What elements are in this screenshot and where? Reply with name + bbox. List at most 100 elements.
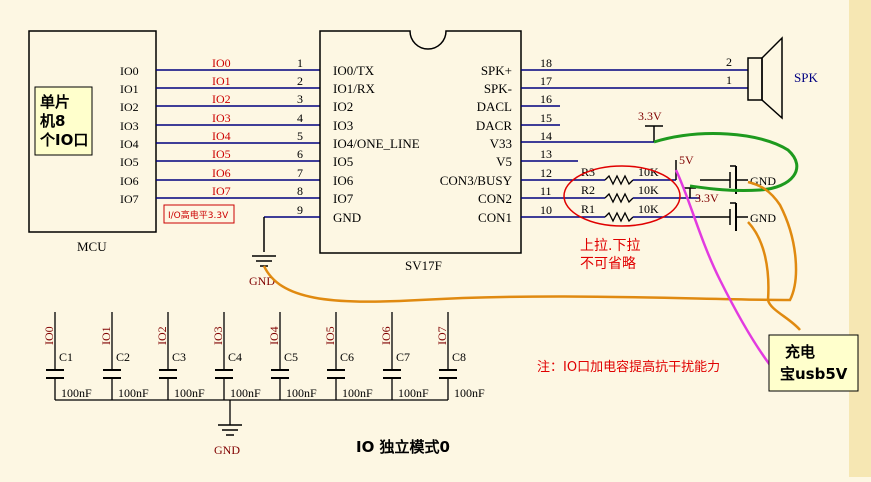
mode-title: IO 独立模式0 bbox=[356, 438, 450, 456]
cap-value: 100nF bbox=[118, 386, 149, 400]
chip-left-pin-num: 9 bbox=[297, 203, 303, 217]
chip-right-pin-name: CON3/BUSY bbox=[440, 173, 513, 188]
orange-gnd-line bbox=[262, 180, 798, 303]
cap-net-label: IO5 bbox=[323, 326, 337, 345]
mcu-pin-io6: IO6 bbox=[120, 174, 139, 188]
r2-ref: R2 bbox=[581, 183, 595, 197]
net-label-3: IO3 bbox=[212, 111, 231, 125]
net-label-0: IO0 bbox=[212, 56, 231, 70]
chip-left-pin-num: 1 bbox=[297, 56, 303, 70]
cap-ref: C3 bbox=[172, 350, 186, 364]
r2-value: 10K bbox=[638, 183, 659, 197]
orange-gnd-line-2 bbox=[747, 221, 801, 331]
power-bank-box bbox=[768, 334, 859, 392]
resistor-r2-icon bbox=[604, 192, 634, 204]
v5-label: 5V bbox=[679, 153, 694, 167]
cap-gnd-label: GND bbox=[214, 443, 240, 457]
sv17f-chip-body bbox=[319, 30, 522, 254]
chip-left-pin-name: IO1/RX bbox=[333, 81, 376, 96]
cap-net-label: IO7 bbox=[435, 326, 449, 345]
pull-resistor-highlight bbox=[563, 165, 681, 227]
chip-left-pin-num: 4 bbox=[297, 111, 303, 125]
mcu-pin-io2: IO2 bbox=[120, 100, 139, 114]
chip-right-pin-name: SPK+ bbox=[481, 63, 512, 78]
chip-left-pin-num: 2 bbox=[297, 74, 303, 88]
cap-value: 100nF bbox=[398, 386, 429, 400]
power-bank-line-1: 充电 bbox=[785, 343, 815, 361]
chip-left-pin-name: IO7 bbox=[333, 191, 354, 206]
cap-value: 100nF bbox=[286, 386, 317, 400]
net-label-7: IO7 bbox=[212, 184, 231, 198]
mcu-box bbox=[28, 30, 157, 233]
cap-net-label: IO6 bbox=[379, 326, 393, 345]
resistor-r3-icon bbox=[604, 174, 634, 186]
chip-right-pin-num: 14 bbox=[540, 129, 552, 143]
mcu-note-line-2: 机8 bbox=[40, 112, 65, 130]
cap-value: 100nF bbox=[230, 386, 261, 400]
v33-label-a: 3.3V bbox=[638, 109, 662, 123]
magenta-5v-line bbox=[674, 169, 772, 366]
io-level-note: I/O高电平3.3V bbox=[168, 209, 229, 221]
speaker-label: SPK bbox=[794, 70, 818, 85]
chip-right-pin-num: 15 bbox=[540, 111, 552, 125]
chip-left-pin-name: IO4/ONE_LINE bbox=[333, 136, 420, 151]
cap-ref: C2 bbox=[116, 350, 130, 364]
cap-net-label: IO1 bbox=[99, 326, 113, 345]
chip-right-pin-num: 13 bbox=[540, 147, 552, 161]
chip-left-pin-num: 3 bbox=[297, 92, 303, 106]
sv17f-chip-label: SV17F bbox=[405, 258, 442, 273]
cap-value: 100nF bbox=[342, 386, 373, 400]
net-label-2: IO2 bbox=[212, 92, 231, 106]
cap-ref: C1 bbox=[59, 350, 73, 364]
capacitor-note: 注：IO口加电容提高抗干扰能力 bbox=[537, 359, 720, 375]
cap-value: 100nF bbox=[61, 386, 92, 400]
green-connection-line bbox=[653, 132, 799, 193]
chip-right-pin-num: 16 bbox=[540, 92, 552, 106]
pull-note-line-2: 不可省略 bbox=[580, 256, 636, 272]
mcu-pin-io3: IO3 bbox=[120, 119, 139, 133]
io-level-note-box bbox=[163, 204, 235, 224]
chip-right-pin-name: CON1 bbox=[478, 210, 512, 225]
cap-net-label: IO2 bbox=[155, 326, 169, 345]
chip-left-pin-name: IO0/TX bbox=[333, 63, 375, 78]
switch-a-contact bbox=[700, 172, 731, 188]
chip-left-pin-name: IO6 bbox=[333, 173, 354, 188]
chip-right-pin-name: SPK- bbox=[484, 81, 512, 96]
chip-right-pin-num: 12 bbox=[540, 166, 552, 180]
mcu-note-line-3: 个IO口 bbox=[39, 131, 88, 149]
cap-ref: C4 bbox=[228, 350, 242, 364]
cap-value: 100nF bbox=[454, 386, 485, 400]
spk-pin-2: 2 bbox=[726, 55, 732, 69]
net-label-4: IO4 bbox=[212, 129, 231, 143]
pull-note-line-1: 上拉.下拉 bbox=[580, 238, 640, 254]
chip-right-pin-num: 17 bbox=[540, 74, 552, 88]
chip-right-pin-name: DACR bbox=[476, 118, 512, 133]
gnd-label-chip: GND bbox=[249, 274, 275, 288]
cap-ref: C7 bbox=[396, 350, 410, 364]
net-label-6: IO6 bbox=[212, 166, 231, 180]
cap-net-label: IO3 bbox=[211, 326, 225, 345]
cap-net-label: IO4 bbox=[267, 326, 281, 345]
chip-left-pin-num: 6 bbox=[297, 147, 303, 161]
chip-right-pin-name: V5 bbox=[496, 154, 512, 169]
cap-ref: C5 bbox=[284, 350, 298, 364]
spk-pin-1: 1 bbox=[726, 73, 732, 87]
chip-right-pin-num: 10 bbox=[540, 203, 552, 217]
mcu-pin-io5: IO5 bbox=[120, 155, 139, 169]
chip-left-pin-name: IO2 bbox=[333, 99, 353, 114]
net-label-1: IO1 bbox=[212, 74, 231, 88]
chip-left-pin-name: GND bbox=[333, 210, 361, 225]
chip-left-pin-name: IO3 bbox=[333, 118, 353, 133]
chip-left-pin-num: 5 bbox=[297, 129, 303, 143]
v33-label-b: 3.3V bbox=[695, 191, 719, 205]
switch-b-contact bbox=[700, 209, 731, 225]
resistor-r1-icon bbox=[604, 211, 634, 223]
cap-net-label: IO0 bbox=[42, 326, 56, 345]
net-label-5: IO5 bbox=[212, 147, 231, 161]
mcu-pin-io0: IO0 bbox=[120, 64, 139, 78]
chip-right-pin-num: 18 bbox=[540, 56, 552, 70]
